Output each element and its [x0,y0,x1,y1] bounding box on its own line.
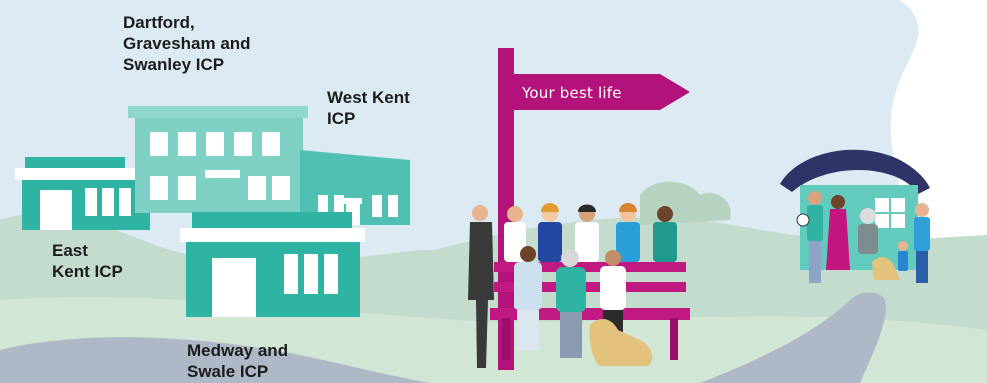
guide-dog [589,318,653,366]
path-right [700,292,886,383]
east-kent-building [15,157,155,230]
bench [490,262,690,360]
label-west-kent: West Kent ICP [327,88,410,128]
label-dartford-gravesham-swanley: Dartford, Gravesham and Swanley ICP [123,13,251,74]
dartford-building [128,106,308,213]
west-kent-building [300,150,410,225]
label-medway-swale: Medway and Swale ICP [187,341,289,381]
signpost-text: Your best life [522,84,622,102]
staff-group [504,203,677,262]
man-in-suit [468,205,494,368]
label-east-kent: East Kent ICP [52,241,123,281]
path-left [0,337,430,383]
medway-building [180,212,365,317]
family-group [796,191,930,283]
